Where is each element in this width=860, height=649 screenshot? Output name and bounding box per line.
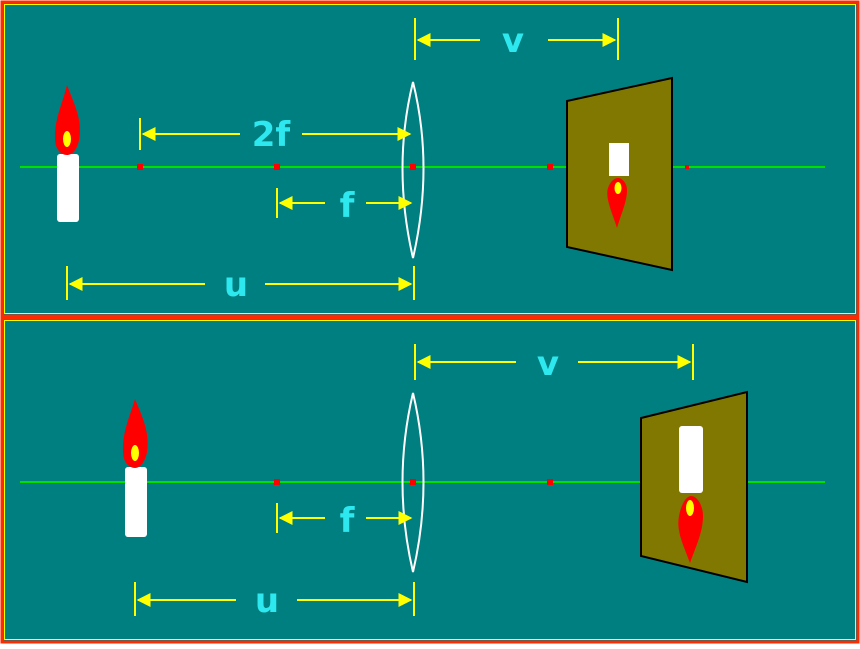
- dimension-u-top: u: [66, 265, 415, 305]
- image-flame-core: [686, 500, 694, 516]
- label-f: f: [340, 501, 356, 541]
- dimension-v-bottom: v: [414, 344, 694, 384]
- point-f-right: [547, 164, 553, 170]
- flame-core: [131, 445, 139, 461]
- point-f-right: [547, 479, 553, 485]
- point-optical-center: [410, 479, 416, 485]
- label-v: v: [537, 344, 559, 384]
- convex-lens: [401, 392, 425, 573]
- image-flame-icon: [678, 496, 703, 563]
- point-f-left: [274, 479, 280, 485]
- dimension-2f-top: 2f: [139, 115, 412, 155]
- candle-body: [125, 467, 147, 537]
- dimension-v-top: v: [414, 18, 619, 61]
- label-u: u: [255, 581, 279, 621]
- label-f: f: [340, 186, 356, 226]
- inverted-image: [678, 426, 703, 563]
- label-u: u: [224, 265, 248, 305]
- panel-top-background: [0, 0, 860, 318]
- candle-object: [54, 85, 80, 222]
- dimension-f-bottom: f: [276, 501, 413, 541]
- image-candle-body: [679, 426, 703, 493]
- candle-object: [122, 399, 148, 537]
- panel-top: v 2f f u: [0, 0, 860, 318]
- image-flame-icon: [607, 178, 627, 228]
- point-2f-right: [685, 165, 689, 169]
- dimension-u-bottom: u: [134, 581, 415, 621]
- flame-icon: [54, 85, 80, 155]
- candle-body: [57, 154, 79, 222]
- dimension-f-top: f: [276, 186, 413, 226]
- image-candle-body: [609, 143, 629, 176]
- panel-bottom-inner-border: [4, 320, 856, 640]
- flame-icon: [122, 399, 148, 468]
- flame-core: [63, 131, 71, 147]
- label-v: v: [502, 21, 524, 61]
- panel-bottom: v f u: [0, 316, 860, 644]
- point-2f-left: [137, 164, 143, 170]
- panel-top-inner-border: [4, 4, 856, 314]
- label-2f: 2f: [252, 115, 292, 155]
- image-flame-core: [614, 182, 622, 194]
- point-f-left: [274, 164, 280, 170]
- point-optical-center: [410, 164, 416, 170]
- inverted-image: [607, 143, 629, 228]
